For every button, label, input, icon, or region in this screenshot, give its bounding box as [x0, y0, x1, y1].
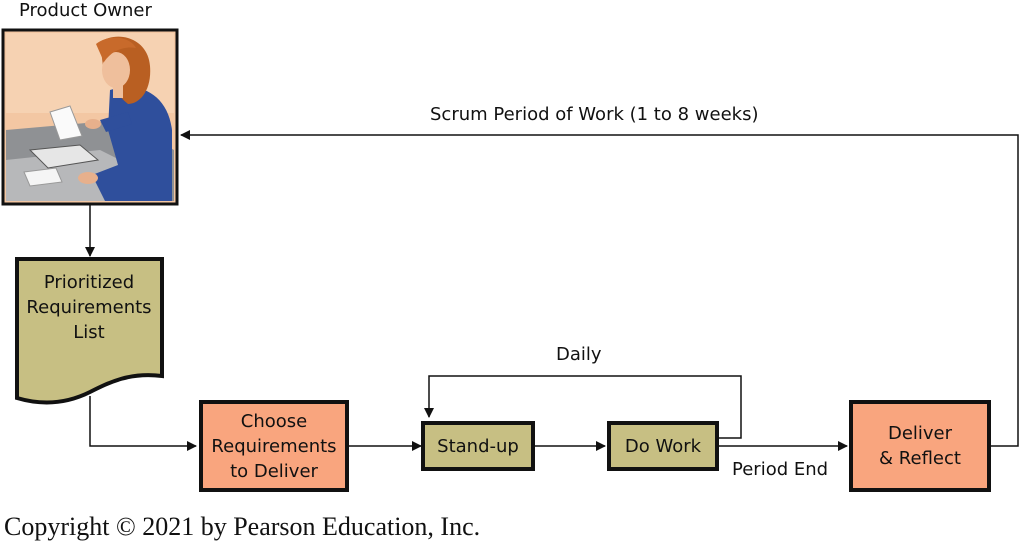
product-owner-label: Product Owner	[19, 0, 152, 21]
choose-requirements-label: Choose Requirements to Deliver	[211, 410, 337, 482]
copyright-notice: Copyright © 2021 by Pearson Education, I…	[4, 512, 481, 541]
standup-label: Stand-up	[437, 435, 519, 457]
requirements-document-shape	[15, 257, 164, 405]
do-work-label: Do Work	[624, 435, 702, 457]
period-end-label: Period End	[732, 459, 829, 480]
daily-loop-arrow	[424, 375, 742, 439]
standup-box: Stand-up	[421, 421, 535, 471]
requirements-list-label: Prioritized Requirements List	[26, 272, 152, 343]
list-to-choose-arrow	[89, 396, 197, 451]
choose-requirements-box: Choose Requirements to Deliver	[199, 400, 349, 492]
do-work-box: Do Work	[607, 421, 719, 471]
deliver-reflect-box: Deliver & Reflect	[849, 400, 991, 492]
product-owner-illustration	[1, 28, 179, 206]
scrum-period-arrow	[180, 130, 1019, 447]
daily-label: Daily	[556, 344, 602, 365]
deliver-reflect-label: Deliver & Reflect	[879, 423, 961, 469]
scrum-period-label: Scrum Period of Work (1 to 8 weeks)	[430, 104, 759, 125]
